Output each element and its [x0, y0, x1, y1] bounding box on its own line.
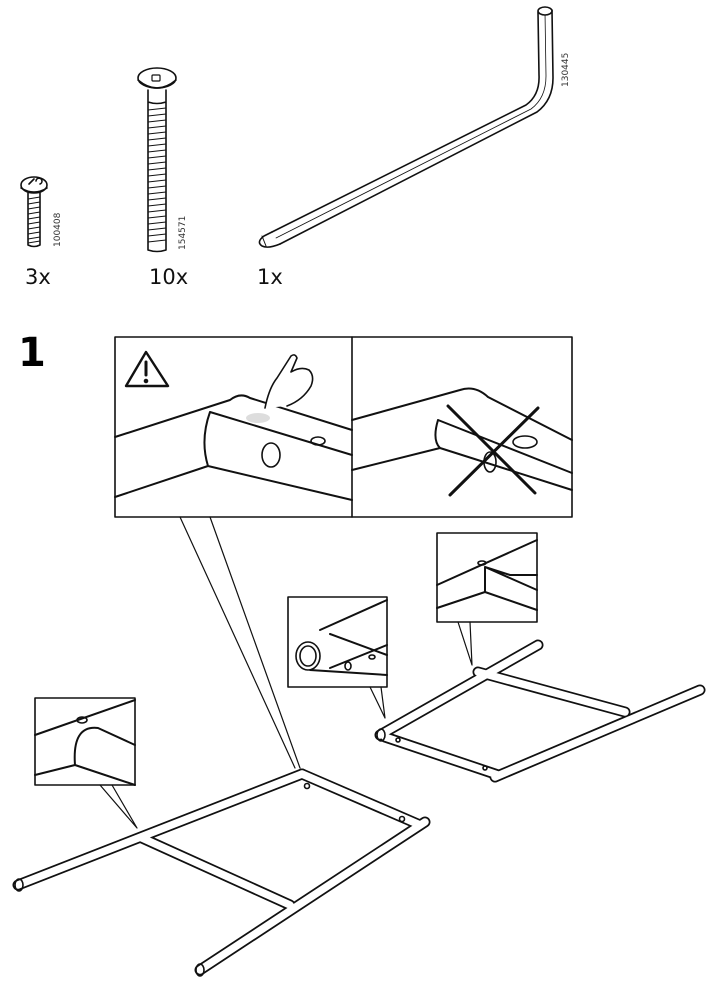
frame-right	[374, 639, 706, 783]
frame-left	[12, 768, 431, 977]
part-number-small-screw: 100408	[53, 212, 63, 247]
warning-icon	[124, 350, 170, 388]
detail-box-left	[34, 697, 138, 829]
small-screw-illustration	[20, 176, 48, 248]
part-quantity-allen-key: 1x	[257, 265, 283, 289]
part-quantity-long-bolt: 10x	[149, 265, 189, 289]
detail-box-correct-incorrect	[114, 336, 573, 769]
detail-box-right	[436, 532, 538, 666]
part-number-long-bolt: 154571	[178, 215, 188, 250]
allen-key-illustration	[258, 6, 554, 248]
part-quantity-small-screw: 3x	[25, 265, 51, 289]
detail-box-middle	[287, 596, 388, 719]
step-number: 1	[18, 330, 46, 376]
long-bolt-illustration	[137, 67, 177, 253]
part-number-allen-key: 130445	[561, 52, 571, 87]
